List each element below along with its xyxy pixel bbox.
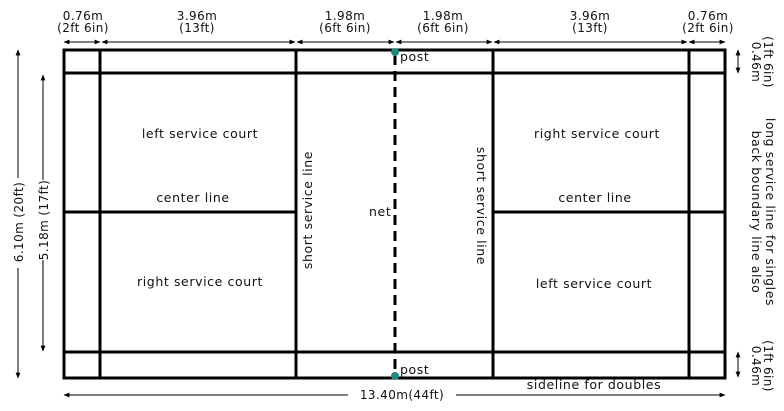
dim-bottom: 13.40m(44ft) [360,388,444,402]
label-left-service-court-bottom: left service court [536,276,652,291]
dim-right-top-ft: (1ft 6in) [761,36,775,88]
dim-top-2-m: 3.96m [177,9,217,23]
left-dimensions: 6.10m (20ft) 5.18m (17ft) [11,49,51,379]
label-sideline-doubles: sideline for doubles [527,377,661,392]
top-dimensions: 0.76m (2ft 6in) 3.96m (13ft) 1.98m (6ft … [57,9,734,45]
dim-left-inner: 5.18m (17ft) [37,180,51,260]
dim-top-6-ft: (2ft 6in) [682,21,734,35]
label-net: net [369,204,391,219]
post-bottom-marker [391,372,399,380]
dim-top-4-ft: (6ft 6in) [417,21,469,35]
label-post-bottom: post [400,362,429,377]
dim-top-4-m: 1.98m [423,9,463,23]
dim-left-inner-bg [36,180,50,260]
dim-top-6-m: 0.76m [688,9,728,23]
back-boundary-label-line2: long service line for singles [763,118,778,306]
label-short-service-line-left: short service line [300,151,315,269]
right-dimensions: 0.46m (1ft 6in) 0.46m (1ft 6in) back bou… [735,36,778,392]
net-label-bg [367,203,393,219]
label-center-line-right: center line [558,190,631,205]
dim-bottom-bg [348,387,456,403]
label-short-service-line-right: short service line [474,147,489,265]
dim-left-outer-bg [11,178,25,268]
dim-right-bottom-ft: (1ft 6in) [761,340,775,392]
dim-top-3-m: 1.98m [325,9,365,23]
label-left-service-court-top: left service court [142,126,258,141]
post-top-marker [391,48,399,56]
label-post-top: post [400,49,429,64]
dim-right-bottom-m: 0.46m [749,346,763,386]
court-labels: left service court center line right ser… [137,49,661,392]
dim-top-3-ft: (6ft 6in) [319,21,371,35]
label-center-line-left: center line [156,190,229,205]
court [62,48,727,380]
label-right-service-court-top: right service court [534,126,660,141]
dim-top-5-m: 3.96m [570,9,610,23]
dim-top-2-ft: (13ft) [179,21,215,35]
back-boundary-label-line1: back boundary line also [749,131,764,294]
dim-top-1-m: 0.76m [63,9,103,23]
label-right-service-court-bottom: right service court [137,274,263,289]
dim-top-5-ft: (13ft) [572,21,608,35]
dim-top-1-ft: (2ft 6in) [57,21,109,35]
dim-left-outer: 6.10m (20ft) [12,182,26,262]
dim-right-top-m: 0.46m [749,42,763,82]
bottom-dimension: 13.40m(44ft) [63,387,726,403]
